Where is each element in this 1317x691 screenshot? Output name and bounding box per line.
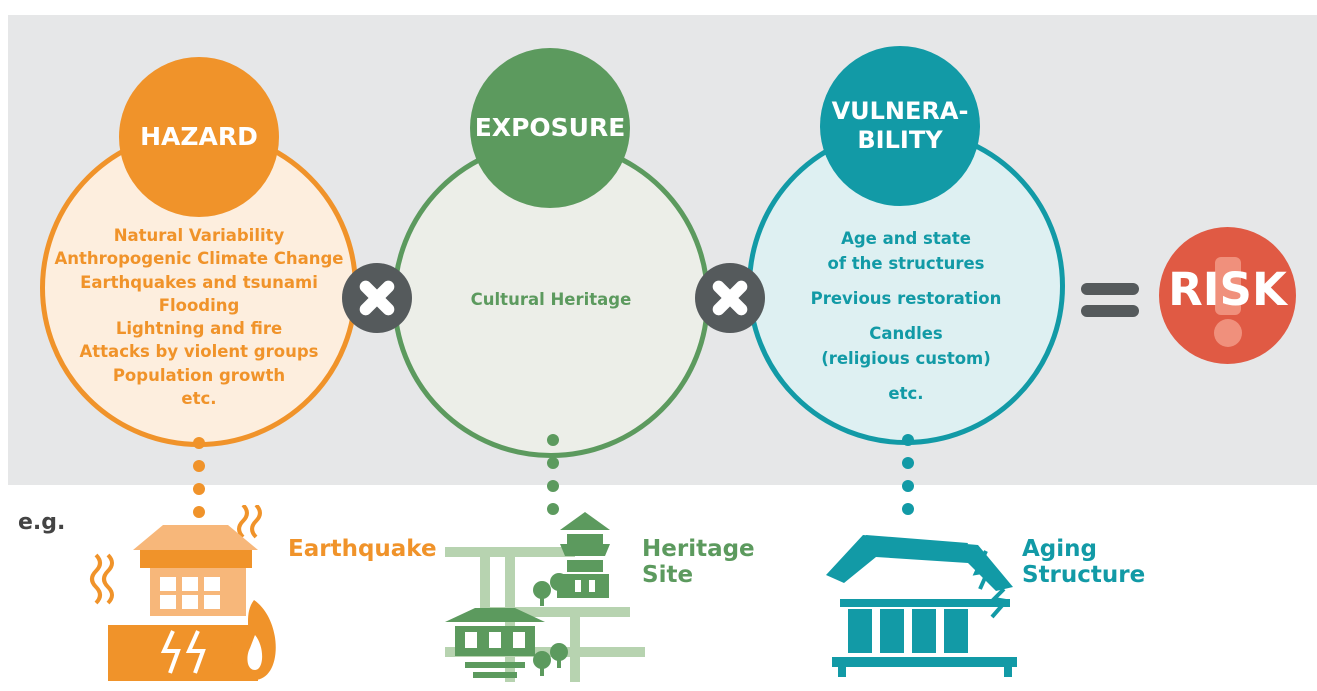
hazard-factor: Lightning and fire (115, 319, 283, 339)
aging-structure-caption: Aging Structure (1022, 536, 1146, 589)
hazard-factor: Flooding (158, 295, 240, 315)
earthquake-caption: Earthquake (288, 536, 437, 562)
example-label: e.g. (18, 510, 66, 535)
vulnerability-factor: Age and state (841, 229, 971, 248)
heritage-site-caption: Heritage Site (642, 536, 755, 589)
hazard-factor: Earthquakes and tsunami (80, 272, 318, 292)
times-icon (342, 263, 412, 333)
vulnerability-factor: (religious custom) (821, 349, 991, 368)
vulnerability-factor: Previous restoration (810, 289, 1002, 308)
connector-dot (193, 437, 205, 449)
vulnerability-factor: of the structures (827, 254, 985, 273)
vulnerability-factor: etc. (888, 384, 924, 403)
connector-dot (193, 460, 205, 472)
connector-dot (547, 457, 559, 469)
connector-dot (902, 434, 914, 446)
vulnerability-factor-list: Age and state of the structures Previous… (757, 226, 1055, 406)
hazard-factor: etc. (181, 389, 217, 409)
heritage-site-map-icon (445, 512, 645, 682)
connector-dot (547, 503, 559, 515)
connector-dot (193, 483, 205, 495)
exposure-title: EXPOSURE (470, 48, 630, 208)
exposure-factor-list: Cultural Heritage (402, 290, 700, 309)
equals-icon (1081, 283, 1139, 295)
connector-dot (193, 506, 205, 518)
hazard-factor: Natural Variability (113, 226, 285, 245)
earthquake-temple-icon (90, 505, 276, 681)
hazard-factor: Population growth (112, 365, 286, 385)
risk-title: RISK (1168, 263, 1287, 316)
hazard-factor-list: Natural Variability Anthropogenic Climat… (50, 224, 348, 410)
times-icon (695, 263, 765, 333)
risk-circle: RISK (1159, 227, 1296, 364)
hazard-title: HAZARD (119, 57, 279, 217)
connector-dot (547, 434, 559, 446)
vulnerability-title: VULNERA- BILITY (820, 46, 980, 206)
connector-dot (902, 480, 914, 492)
connector-dot (547, 480, 559, 492)
exposure-factor: Cultural Heritage (470, 290, 632, 309)
connector-dot (902, 457, 914, 469)
connector-dot (902, 503, 914, 515)
vulnerability-factor: Candles (869, 324, 943, 343)
equals-icon (1081, 305, 1139, 317)
hazard-factor: Anthropogenic Climate Change (54, 249, 344, 269)
aging-structure-icon (826, 535, 1017, 677)
exclamation-icon (1214, 257, 1242, 347)
hazard-factor: Attacks by violent groups (79, 342, 319, 362)
